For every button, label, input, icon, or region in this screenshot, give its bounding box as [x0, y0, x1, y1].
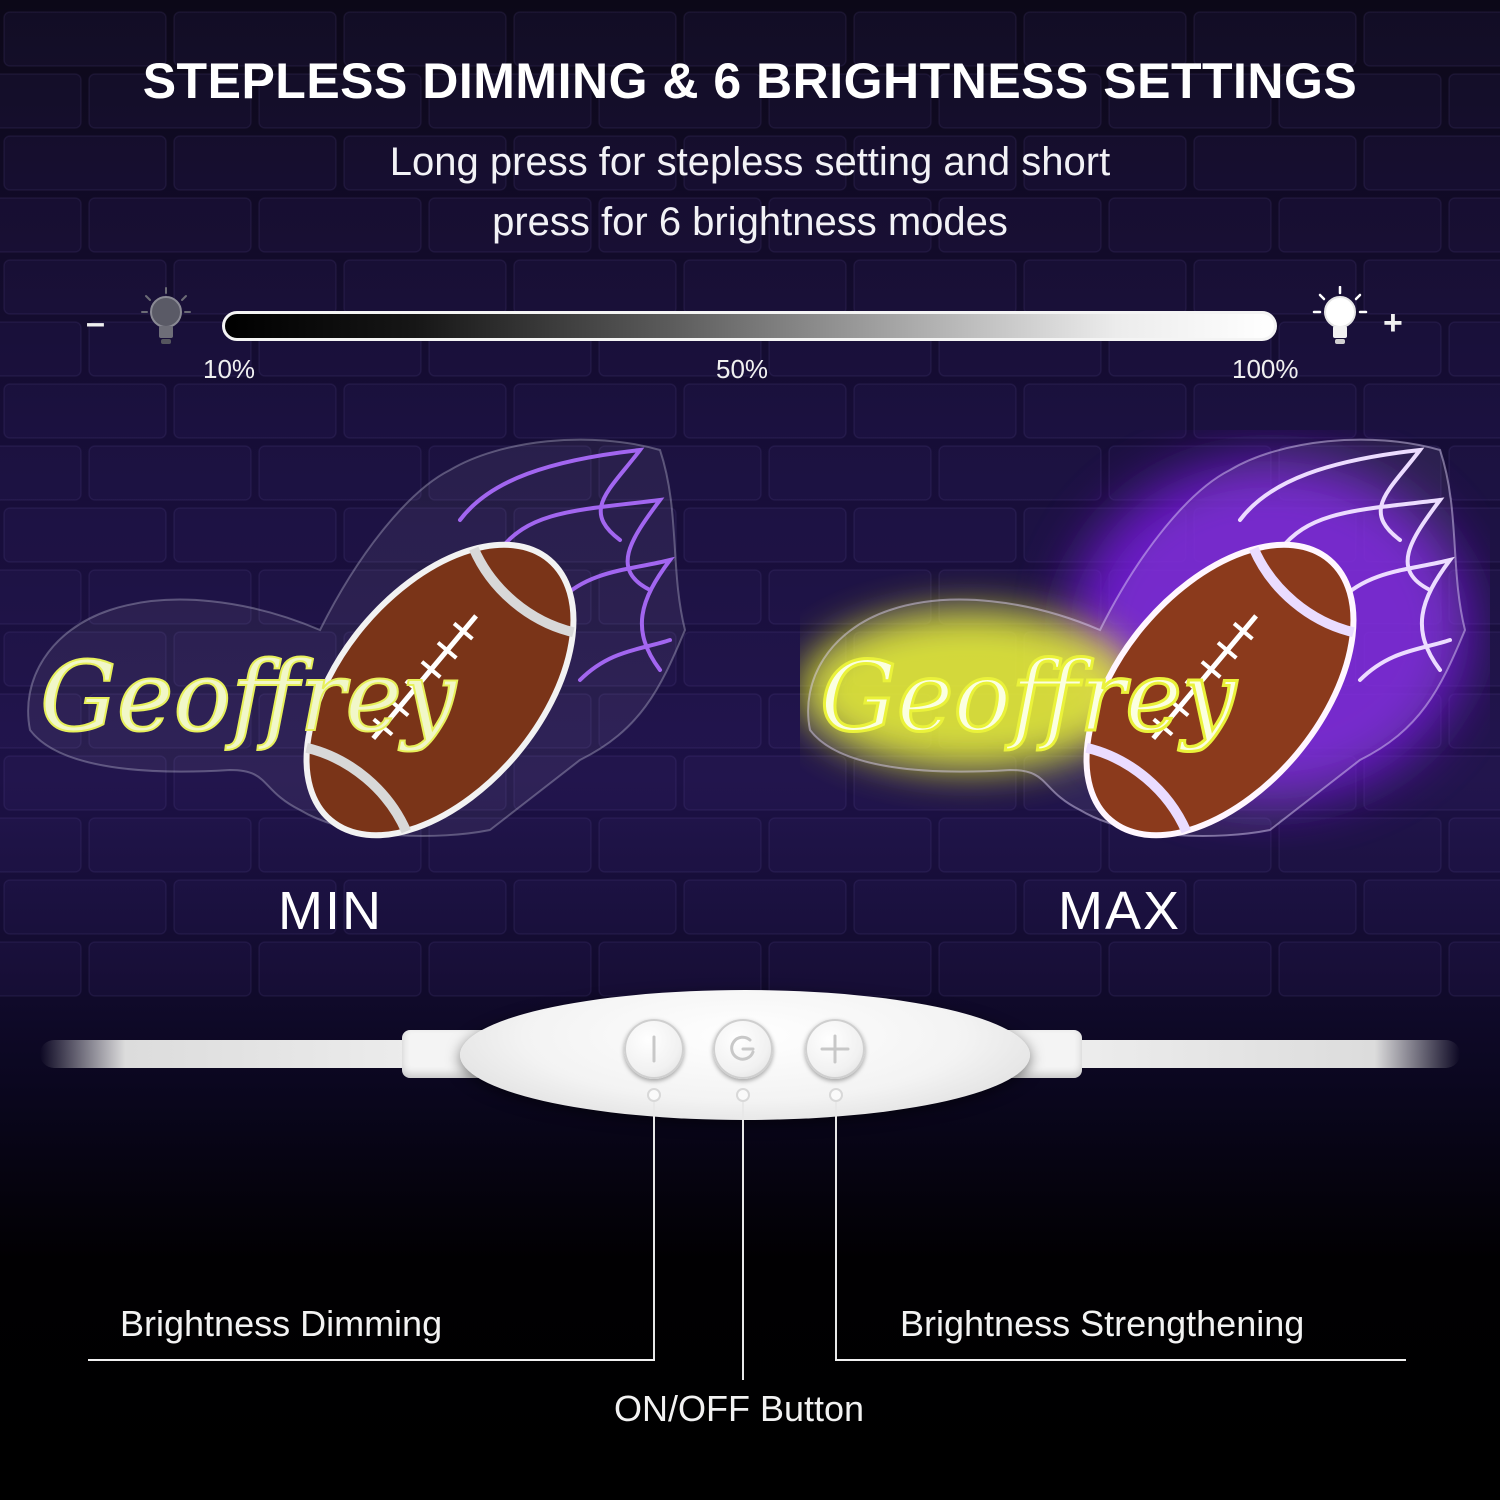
max-label: MAX [1058, 881, 1182, 941]
callout-brightness-strengthening: Brightness Strengthening [900, 1303, 1305, 1344]
tick-label-50: 50% [716, 354, 769, 384]
tick-label-10: 10% [203, 354, 256, 384]
plus-icon [820, 1034, 850, 1064]
callout-anchor-plus [829, 1088, 843, 1102]
minus-symbol: – [86, 304, 105, 342]
callout-brightness-dimming: Brightness Dimming [120, 1303, 443, 1344]
sign-text-max: Geoffrey [820, 641, 1238, 753]
min-label: MIN [278, 881, 383, 941]
power-button[interactable] [713, 1019, 773, 1079]
minus-button[interactable] [624, 1019, 684, 1079]
tick-label-100: 100% [1232, 354, 1299, 384]
leader-line-power [742, 1102, 744, 1380]
plus-symbol: + [1383, 304, 1403, 342]
callout-anchor-power [736, 1088, 750, 1102]
minus-icon [652, 1035, 656, 1063]
sign-text-min: Geoffrey [40, 641, 458, 753]
subtitle-line-2: press for 6 brightness modes [492, 200, 1008, 244]
underline-right [835, 1359, 1406, 1361]
page-title: STEPLESS DIMMING & 6 BRIGHTNESS SETTINGS [142, 53, 1358, 109]
callout-on-off-button: ON/OFF Button [614, 1388, 865, 1429]
bright-bulb-icon [1312, 285, 1368, 355]
leader-line-minus [653, 1102, 655, 1360]
subtitle-line-1: Long press for stepless setting and shor… [389, 140, 1111, 184]
neon-sign-max: Geoffrey [800, 438, 1470, 839]
leader-line-plus [835, 1102, 837, 1360]
neon-sign-min: Geoffrey [27, 438, 687, 839]
dim-bulb-icon [140, 286, 192, 355]
brightness-gradient-bar [222, 311, 1277, 341]
plus-button[interactable] [805, 1019, 865, 1079]
underline-left [88, 1359, 655, 1361]
callout-anchor-minus [647, 1088, 661, 1102]
power-icon [730, 1035, 755, 1061]
